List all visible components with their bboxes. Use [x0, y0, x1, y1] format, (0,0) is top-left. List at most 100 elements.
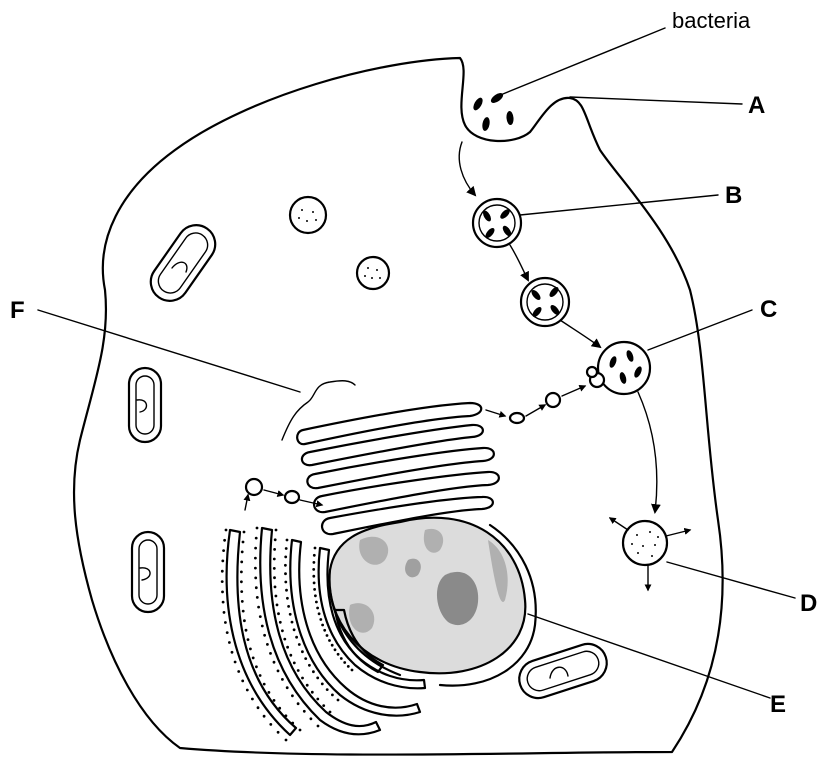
ribosome — [246, 689, 249, 692]
ribosome — [299, 729, 302, 732]
ribosome — [284, 556, 287, 559]
ribosome — [285, 739, 288, 742]
label-D: D — [800, 590, 817, 617]
ribosome — [273, 567, 276, 570]
ribosome — [343, 661, 346, 664]
ribosome — [263, 715, 266, 718]
ribosome — [329, 711, 332, 714]
ribosome — [291, 722, 294, 725]
ribosome — [317, 725, 320, 728]
ribosome — [319, 618, 322, 621]
ribosome — [273, 558, 276, 561]
ribosome — [254, 577, 257, 580]
ribosome — [222, 549, 225, 552]
ribosome — [242, 610, 245, 613]
ribosome — [221, 570, 224, 573]
ribosome — [285, 714, 288, 717]
ribosome — [263, 683, 266, 686]
ribosome — [291, 621, 294, 624]
ribosome — [321, 624, 324, 627]
ribosome — [313, 582, 316, 585]
ribosome — [285, 589, 288, 592]
ribosome — [314, 547, 317, 550]
phagolysosome-C — [587, 342, 650, 394]
ribosome — [276, 604, 279, 607]
ribosome — [241, 600, 244, 603]
ribosome — [312, 670, 315, 673]
ribosome — [328, 639, 331, 642]
ribosome — [257, 706, 260, 709]
ribosome — [351, 669, 354, 672]
label-B: B — [725, 182, 742, 209]
ribosome — [269, 723, 272, 726]
golgi-apparatus — [245, 381, 585, 534]
ribosome — [241, 551, 244, 554]
label-F: F — [10, 297, 25, 324]
ribosome — [222, 601, 225, 604]
ribosome — [326, 688, 329, 691]
ribosome — [312, 568, 315, 571]
label-E: E — [770, 691, 786, 718]
ribosome — [323, 629, 326, 632]
ribosome — [279, 621, 282, 624]
ribosome — [281, 629, 284, 632]
ribosome — [313, 588, 316, 591]
leader-A — [570, 97, 742, 104]
ribosome — [255, 665, 258, 668]
arrow-next-to-C — [560, 320, 600, 347]
ribosome — [297, 702, 300, 705]
ribosome — [240, 590, 243, 593]
ribosome — [259, 674, 262, 677]
ribosome — [277, 670, 280, 673]
ribosome — [310, 717, 313, 720]
mitochondrion-4 — [514, 639, 611, 703]
ribosome — [306, 684, 309, 687]
ribosome — [331, 644, 334, 647]
ribosome — [313, 561, 316, 564]
ribosome — [285, 547, 288, 550]
ribosome — [254, 557, 257, 560]
ribosome — [256, 596, 259, 599]
ribosome — [298, 643, 301, 646]
ribosome — [316, 607, 319, 610]
ribosome — [326, 634, 329, 637]
ribosome — [228, 641, 231, 644]
ribosome — [301, 650, 304, 653]
ribosome — [297, 669, 300, 672]
ribosome — [337, 699, 340, 702]
ribosome — [274, 586, 277, 589]
leader-bacteria — [498, 28, 665, 96]
ribosome — [273, 576, 276, 579]
ribosome — [234, 661, 237, 664]
ribosome — [224, 621, 227, 624]
ribosome — [277, 731, 280, 734]
label-bacteria: bacteria — [672, 8, 751, 33]
ribosome — [273, 548, 276, 551]
ribosome — [225, 529, 228, 532]
ribosome — [289, 613, 292, 616]
ribosome — [277, 612, 280, 615]
ribosome — [237, 670, 240, 673]
arrow-C-to-D — [638, 392, 657, 512]
ribosome — [318, 612, 321, 615]
ribosome — [311, 691, 314, 694]
ribosome — [269, 652, 272, 655]
ribosome — [223, 611, 226, 614]
ribosome — [255, 537, 258, 540]
ribosome — [254, 547, 257, 550]
ribosome — [247, 638, 250, 641]
leader-F — [38, 310, 300, 392]
ribosome — [249, 648, 252, 651]
ribosome — [261, 625, 264, 628]
residual-body-D — [610, 518, 690, 590]
lysosome-2 — [357, 257, 389, 289]
ribosome — [254, 567, 257, 570]
ribosome — [286, 646, 289, 649]
ribosome — [223, 539, 226, 542]
ribosome — [301, 677, 304, 680]
ribosome — [286, 686, 289, 689]
arrow-B-to-next — [510, 245, 528, 280]
ribosome — [313, 554, 316, 557]
label-C: C — [760, 296, 777, 323]
ribosome — [281, 678, 284, 681]
